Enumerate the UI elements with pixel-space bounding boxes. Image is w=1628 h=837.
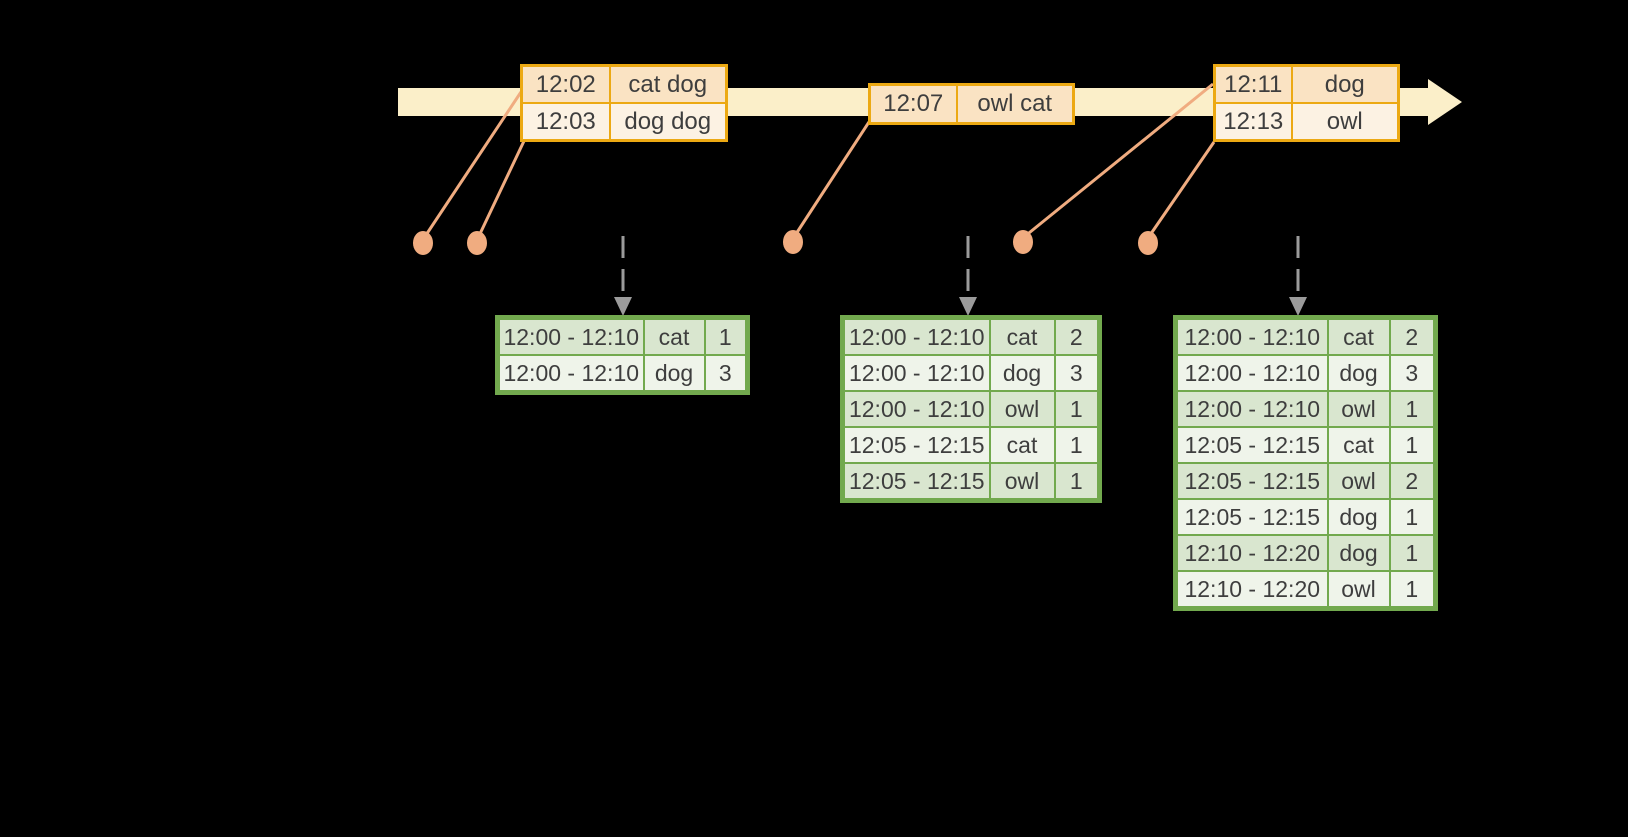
event-dot-icon [467, 231, 487, 255]
word-cell: owl [988, 390, 1056, 428]
window-cell: 12:05 - 12:15 [1174, 498, 1329, 536]
result-row: 12:00 - 12:10 dog 3 [496, 354, 749, 394]
event-row: 12:02 cat dog [520, 64, 728, 104]
count-cell: 1 [1388, 534, 1437, 572]
word-cell: cat [1326, 426, 1391, 464]
trigger-arrowheads [614, 297, 1307, 316]
leader-line-1211 [1023, 82, 1214, 239]
window-cell: 12:00 - 12:10 [1174, 316, 1329, 356]
word-cell: cat [988, 316, 1056, 356]
window-cell: 12:00 - 12:10 [841, 316, 991, 356]
result-row: 12:05 - 12:15 owl 2 [1174, 462, 1437, 500]
result-row: 12:00 - 12:10 cat 2 [841, 316, 1101, 356]
event-row: 12:03 dog dog [520, 102, 728, 142]
event-words-cell: owl cat [955, 83, 1075, 125]
result-row: 12:00 - 12:10 cat 1 [496, 316, 749, 356]
window-cell: 12:00 - 12:10 [841, 354, 991, 392]
word-cell: owl [1326, 390, 1391, 428]
leader-line-1207 [792, 121, 871, 238]
down-arrowhead-icon [1289, 297, 1307, 316]
result-table-2: 12:00 - 12:10 cat 2 12:00 - 12:10 dog 3 … [840, 315, 1102, 503]
word-cell: owl [988, 462, 1056, 502]
event-table-3: 12:11 dog 12:13 owl [1213, 64, 1400, 142]
word-cell: cat [1326, 316, 1391, 356]
result-row: 12:00 - 12:10 dog 3 [1174, 354, 1437, 392]
word-cell: dog [988, 354, 1056, 392]
word-cell: cat [642, 316, 706, 356]
result-table-3: 12:00 - 12:10 cat 2 12:00 - 12:10 dog 3 … [1173, 315, 1438, 611]
result-row: 12:00 - 12:10 dog 3 [841, 354, 1101, 392]
event-row: 12:07 owl cat [868, 83, 1075, 125]
window-cell: 12:00 - 12:10 [496, 316, 645, 356]
event-table-2: 12:07 owl cat [868, 83, 1075, 125]
event-row: 12:13 owl [1213, 102, 1400, 142]
event-time-cell: 12:02 [520, 64, 611, 104]
event-row: 12:11 dog [1213, 64, 1400, 104]
down-arrowhead-icon [614, 297, 632, 316]
word-cell: dog [642, 354, 706, 394]
event-dot-icon [1013, 230, 1033, 254]
event-time-cell: 12:03 [520, 102, 611, 142]
word-cell: dog [1326, 354, 1391, 392]
window-cell: 12:05 - 12:15 [841, 462, 991, 502]
window-cell: 12:05 - 12:15 [1174, 426, 1329, 464]
event-time-cell: 12:13 [1213, 102, 1293, 142]
result-row: 12:10 - 12:20 dog 1 [1174, 534, 1437, 572]
word-cell: dog [1326, 534, 1391, 572]
event-words-cell: owl [1290, 102, 1400, 142]
event-time-cell: 12:07 [868, 83, 958, 125]
count-cell: 1 [1388, 390, 1437, 428]
event-words-cell: cat dog [608, 64, 728, 104]
window-cell: 12:00 - 12:10 [841, 390, 991, 428]
result-row: 12:05 - 12:15 owl 1 [841, 462, 1101, 502]
count-cell: 2 [1388, 462, 1437, 500]
count-cell: 1 [1388, 498, 1437, 536]
count-cell: 1 [1053, 426, 1101, 464]
event-words-cell: dog dog [608, 102, 728, 142]
result-row: 12:00 - 12:10 cat 2 [1174, 316, 1437, 356]
count-cell: 1 [1053, 462, 1101, 502]
event-time-cell: 12:11 [1213, 64, 1293, 104]
window-cell: 12:05 - 12:15 [841, 426, 991, 464]
leader-line-1202 [422, 91, 523, 239]
count-cell: 3 [1388, 354, 1437, 392]
event-dot-icon [413, 231, 433, 255]
leader-line-1203 [476, 140, 526, 239]
trigger-arrows [621, 236, 1300, 298]
word-cell: dog [1326, 498, 1391, 536]
result-row: 12:00 - 12:10 owl 1 [1174, 390, 1437, 428]
timeline-arrowhead-icon [1428, 79, 1462, 125]
event-words-cell: dog [1290, 64, 1400, 104]
window-cell: 12:10 - 12:20 [1174, 534, 1329, 572]
window-cell: 12:00 - 12:10 [496, 354, 645, 394]
event-dot-icon [1138, 231, 1158, 255]
down-arrowhead-icon [959, 297, 977, 316]
count-cell: 2 [1388, 316, 1437, 356]
count-cell: 1 [1053, 390, 1101, 428]
count-cell: 1 [703, 316, 749, 356]
event-leader-lines [422, 82, 1216, 239]
word-cell: owl [1326, 462, 1391, 500]
result-row: 12:05 - 12:15 cat 1 [841, 426, 1101, 464]
event-markers [413, 230, 1158, 255]
result-row: 12:05 - 12:15 cat 1 [1174, 426, 1437, 464]
count-cell: 3 [703, 354, 749, 394]
count-cell: 3 [1053, 354, 1101, 392]
window-cell: 12:10 - 12:20 [1174, 570, 1329, 610]
word-cell: owl [1326, 570, 1391, 610]
result-row: 12:10 - 12:20 owl 1 [1174, 570, 1437, 610]
result-row: 12:00 - 12:10 owl 1 [841, 390, 1101, 428]
window-cell: 12:00 - 12:10 [1174, 354, 1329, 392]
event-dot-icon [783, 230, 803, 254]
word-cell: cat [988, 426, 1056, 464]
leader-line-1213 [1146, 141, 1216, 239]
window-cell: 12:05 - 12:15 [1174, 462, 1329, 500]
count-cell: 2 [1053, 316, 1101, 356]
count-cell: 1 [1388, 426, 1437, 464]
window-cell: 12:00 - 12:10 [1174, 390, 1329, 428]
result-row: 12:05 - 12:15 dog 1 [1174, 498, 1437, 536]
count-cell: 1 [1388, 570, 1437, 610]
event-table-1: 12:02 cat dog 12:03 dog dog [520, 64, 728, 142]
result-table-1: 12:00 - 12:10 cat 1 12:00 - 12:10 dog 3 [495, 315, 750, 395]
